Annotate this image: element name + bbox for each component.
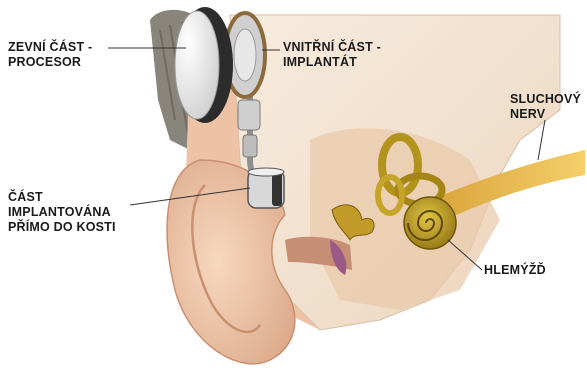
label-nerve-line2: NERV [510,107,581,122]
cochlea [404,197,456,249]
label-cochlea-line1: HLEMÝŽĎ [484,263,546,278]
label-internal-part: VNITŘNÍ ČÁST - IMPLANTÁT [283,40,381,70]
label-bone-line3: PŘÍMO DO KOSTI [8,220,116,235]
label-external-line2: PROCESOR [8,55,92,70]
label-internal-line2: IMPLANTÁT [283,55,381,70]
bone-anchored-part-band [272,172,282,206]
label-auditory-nerve: SLUCHOVÝ NERV [510,92,581,122]
implant-connector-2 [243,135,257,157]
implant-connector [238,100,260,130]
external-processor-face [175,11,219,119]
label-internal-line1: VNITŘNÍ ČÁST - [283,40,381,55]
label-bone-part: ČÁST IMPLANTOVÁNA PŘÍMO DO KOSTI [8,190,116,235]
internal-implant-inner [234,29,256,81]
bone-anchored-part-top [248,168,284,176]
label-external-line1: ZEVNÍ ČÁST - [8,40,92,55]
label-external-part: ZEVNÍ ČÁST - PROCESOR [8,40,92,70]
label-cochlea: HLEMÝŽĎ [484,263,546,278]
label-nerve-line1: SLUCHOVÝ [510,92,581,107]
label-bone-line1: ČÁST [8,190,116,205]
label-bone-line2: IMPLANTOVÁNA [8,205,116,220]
